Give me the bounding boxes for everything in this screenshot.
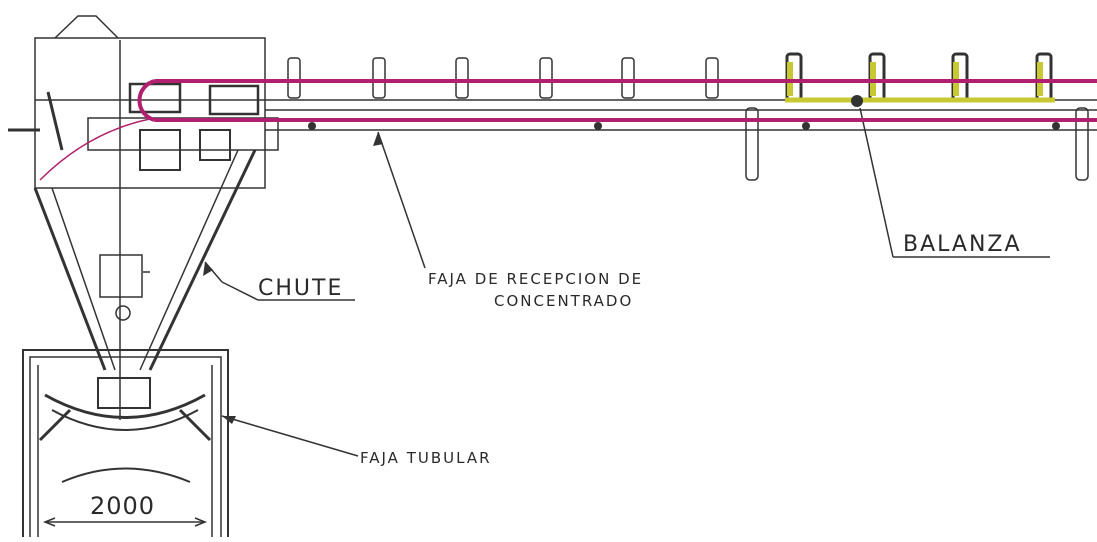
scale-cell: [851, 95, 863, 107]
drive-housing: [8, 15, 279, 420]
return-bolts: [308, 122, 1060, 130]
carry-idlers: [287, 52, 1053, 102]
chute-label: CHUTE: [258, 276, 344, 301]
leader-lines: [204, 107, 1050, 457]
balanza-label: BALANZA: [903, 232, 1022, 257]
dimension-2000: [42, 467, 208, 527]
dimension-label: 2000: [90, 492, 156, 520]
arrow-heads: [203, 132, 383, 424]
faja-recepcion-label-line2: CONCENTRADO: [494, 292, 634, 310]
receiving-belt: [39, 79, 1097, 181]
drive-motors: [128, 82, 260, 171]
faja-recepcion-label-line1: FAJA DE RECEPCION DE: [428, 270, 644, 288]
chute: [33, 149, 257, 371]
faja-tubular-label: FAJA TUBULAR: [360, 449, 492, 467]
